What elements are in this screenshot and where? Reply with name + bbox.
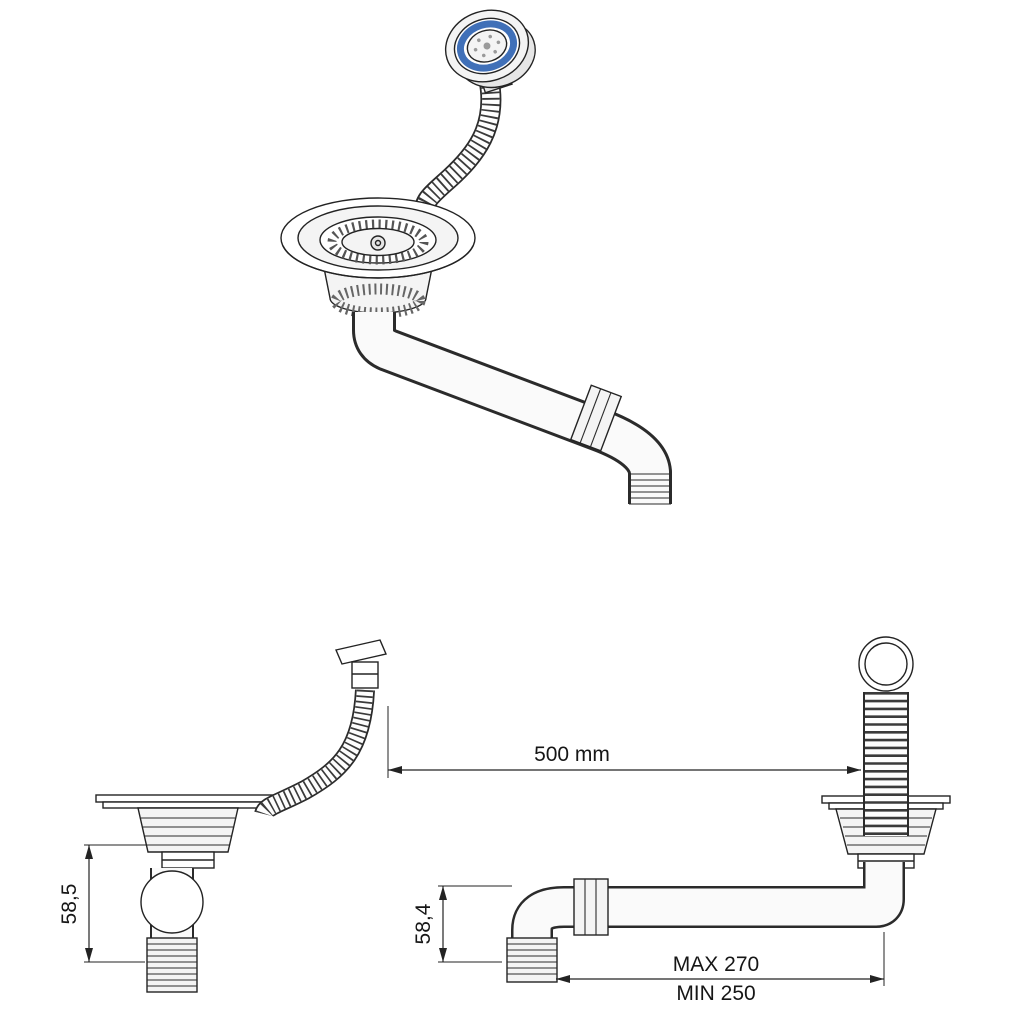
pipe-coupling-nut — [569, 384, 623, 452]
front-view — [95, 639, 387, 993]
overflow-hose-iso — [413, 78, 502, 215]
dimension-pipe-range: MAX 270 MIN 250 — [556, 932, 885, 1005]
side-height-label: 58,4 — [412, 903, 435, 944]
pipe-coupling-nut-2 — [573, 878, 609, 936]
hose-length-label: 500 mm — [534, 743, 610, 766]
pipe-max-label: MAX 270 — [673, 953, 759, 976]
overflow-hose-front — [254, 689, 375, 819]
overflow-sprayer-head — [444, 9, 536, 94]
pipe-thread-lines-2 — [507, 943, 557, 975]
side-view — [821, 636, 951, 869]
dimension-front-height: 58,5 — [58, 844, 146, 963]
strainer-slot-ring — [327, 219, 429, 265]
strainer-ribbed-collar — [330, 283, 426, 319]
sprayer-face-holes — [473, 34, 501, 58]
pipe-thread-lines — [629, 473, 671, 505]
dimension-side-height: 58,4 — [412, 885, 512, 963]
outlet-thread-lines-front — [147, 943, 197, 987]
strainer-thread-lines-front — [141, 817, 235, 846]
trap-ball-joint — [140, 870, 204, 934]
strainer-flange-rim — [282, 245, 474, 279]
drain-pipe-iso — [352, 308, 672, 505]
dimension-hose-length: 500 mm — [387, 706, 861, 778]
isometric-view — [280, 9, 672, 505]
drain-outlet-front — [140, 868, 204, 993]
overflow-ring-side — [858, 636, 914, 692]
pipe-min-label: MIN 250 — [676, 982, 755, 1005]
overflow-fitting-front — [335, 639, 387, 689]
sink-strainer-iso — [280, 197, 476, 319]
horizontal-drain-pipe — [506, 862, 905, 983]
strainer-front — [95, 794, 283, 869]
front-height-label: 58,5 — [58, 884, 81, 925]
